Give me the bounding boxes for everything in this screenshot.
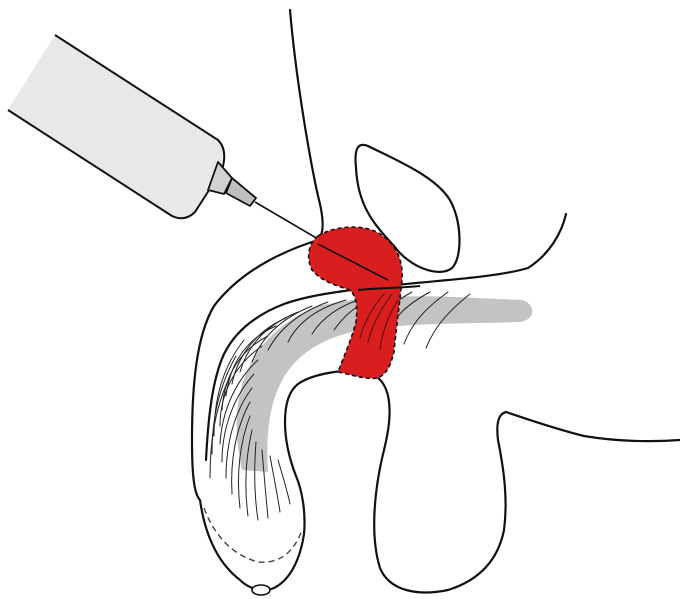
- glans: [200, 476, 305, 590]
- syringe-hub: [226, 178, 256, 206]
- syringe-barrel: [8, 35, 224, 218]
- abdominal-wall-line: [290, 10, 323, 240]
- scrotum-outline: [285, 371, 506, 593]
- perineum-outline: [506, 412, 680, 441]
- urethral-meatus: [252, 585, 270, 595]
